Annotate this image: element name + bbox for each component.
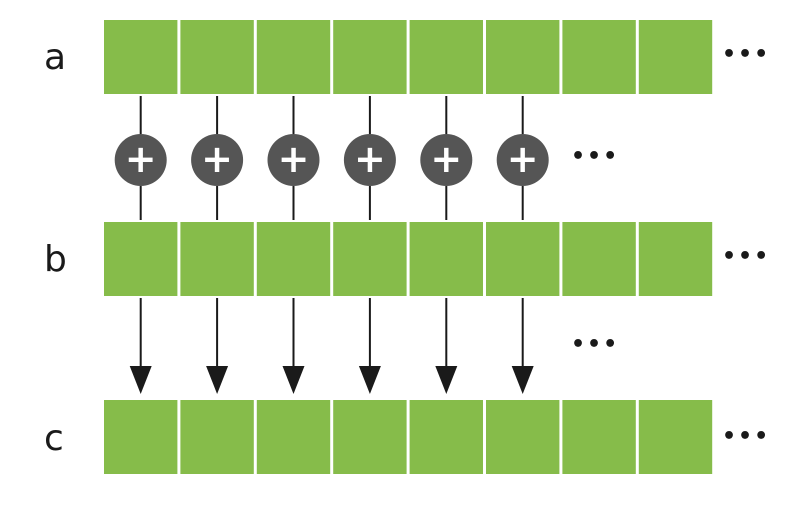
row-b-cell (256, 222, 331, 296)
row-a-cell (104, 20, 178, 94)
plus-operator-circle (191, 134, 244, 186)
row-c-ellipsis: ••• (722, 424, 771, 449)
operator-ellipsis: ••• (571, 144, 620, 169)
row-a-cell (409, 20, 483, 94)
plus-operator-circle (496, 134, 549, 186)
row-c-cell (638, 400, 713, 474)
row-label-a: a (44, 37, 67, 78)
row-c-cell (486, 400, 560, 474)
arrow-down-icon (435, 366, 458, 394)
row-label-c: c (44, 418, 64, 459)
plus-operator-circle (343, 134, 396, 186)
row-c-cell (256, 400, 331, 474)
plus-icon: + (430, 137, 462, 181)
row-b-cell (104, 222, 178, 296)
plus-operator-circle (267, 134, 320, 186)
plus-icon: + (354, 137, 386, 181)
row-a-cell (180, 20, 254, 94)
row-a-cell (333, 20, 407, 94)
arrow-ellipsis: ••• (571, 332, 620, 357)
row-c-cell (180, 400, 254, 474)
arrow-down-icon (282, 366, 305, 394)
row-b-cell (409, 222, 483, 296)
row-a-ellipsis: ••• (722, 42, 771, 67)
plus-icon: + (278, 137, 310, 181)
row-b-cell (333, 222, 407, 296)
plus-icon: + (507, 137, 539, 181)
arrow-down-icon (358, 366, 381, 394)
plus-icon: + (201, 137, 233, 181)
plus-operator-circle (420, 134, 473, 186)
row-a-cell (486, 20, 560, 94)
row-label-b: b (44, 239, 67, 280)
row-b-ellipsis: ••• (722, 244, 771, 269)
row-b-cell (180, 222, 254, 296)
arrow-down-icon (511, 366, 534, 394)
row-b-cell (638, 222, 713, 296)
row-c-cell (333, 400, 407, 474)
row-b-cell (562, 222, 636, 296)
row-c-cell (104, 400, 178, 474)
row-b-cell (486, 222, 560, 296)
row-a-cell (638, 20, 713, 94)
row-a-cell (562, 20, 636, 94)
arrow-down-icon (129, 366, 152, 394)
row-c-cell (562, 400, 636, 474)
plus-operator-circle (114, 134, 167, 186)
arrow-down-icon (206, 366, 229, 394)
row-c-cell (409, 400, 483, 474)
plus-icon: + (125, 137, 157, 181)
row-a-cell (256, 20, 331, 94)
